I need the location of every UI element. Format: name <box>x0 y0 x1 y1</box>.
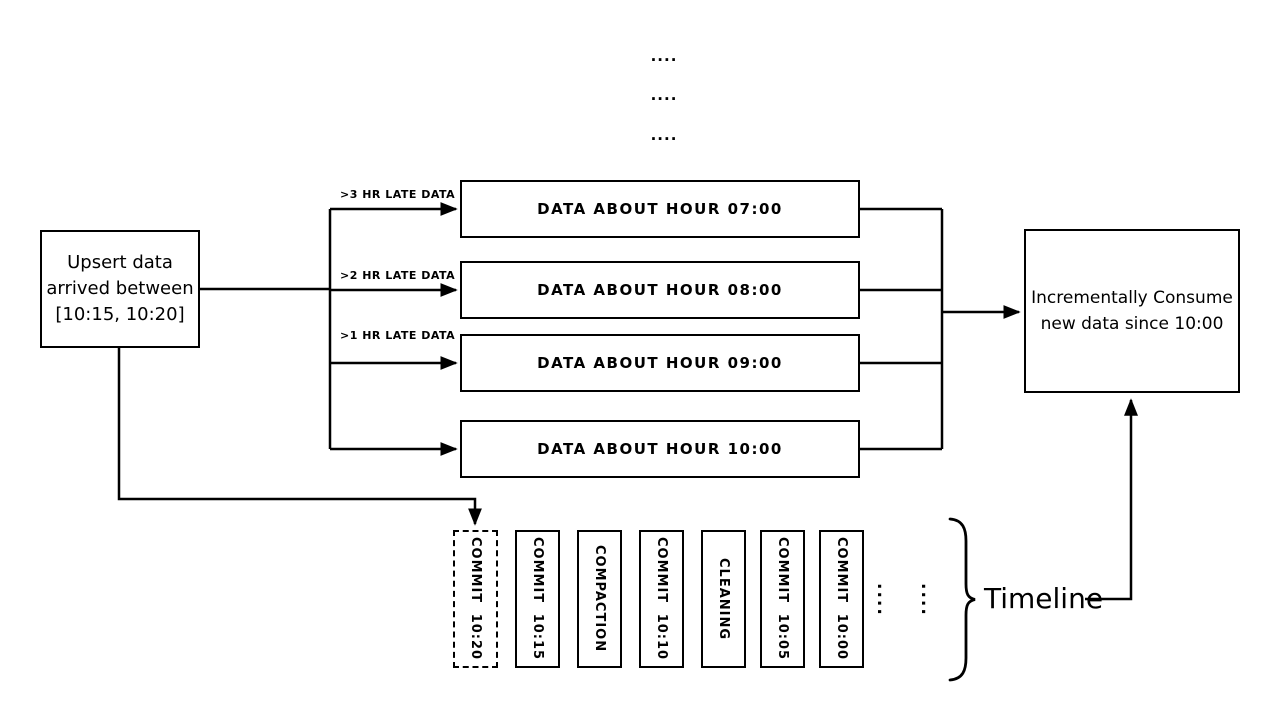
incremental-consumer-line: new data since 10:00 <box>1040 314 1224 334</box>
timeline-commit-label: COMMIT 10:00 <box>834 537 849 661</box>
timeline-commit-label: CLEANING <box>716 557 731 641</box>
timeline-commit-label: COMMIT 10:10 <box>654 537 669 661</box>
timeline-commit-label: COMMIT 10:15 <box>530 537 545 661</box>
upsert-source-line: arrived between <box>46 278 194 299</box>
late-data-label: >3 HR LATE DATA <box>340 188 456 201</box>
incremental-consumer-box: Incrementally Consume new data since 10:… <box>1024 229 1240 393</box>
upsert-source-text: Upsert data arrived between [10:15, 10:2… <box>46 250 193 328</box>
timeline-cleaning-box: CLEANING <box>701 530 746 668</box>
timeline-brace <box>948 517 976 682</box>
timeline-commit-box: COMMIT 10:15 <box>515 530 560 668</box>
data-hour-box: DATA ABOUT HOUR 09:00 <box>460 334 860 392</box>
data-hour-label: DATA ABOUT HOUR 07:00 <box>537 200 783 218</box>
timeline-commit-box-pending: COMMIT 10:20 <box>453 530 498 668</box>
data-hour-label: DATA ABOUT HOUR 10:00 <box>537 440 783 458</box>
timeline-commit-label: COMMIT 10:20 <box>468 537 483 661</box>
timeline-commit-box: COMMIT 10:05 <box>760 530 805 668</box>
timeline-ellipsis: .... <box>917 583 937 617</box>
upsert-source-line: [10:15, 10:20] <box>55 304 185 325</box>
upsert-source-line: Upsert data <box>67 252 173 273</box>
top-ellipsis-row: .... <box>650 86 678 104</box>
timeline-commit-box: COMMIT 10:10 <box>639 530 684 668</box>
timeline-compaction-box: COMPACTION <box>577 530 622 668</box>
data-hour-box: DATA ABOUT HOUR 08:00 <box>460 261 860 319</box>
data-hour-box: DATA ABOUT HOUR 07:00 <box>460 180 860 238</box>
timeline-commit-label: COMPACTION <box>592 545 607 653</box>
data-hour-label: DATA ABOUT HOUR 09:00 <box>537 354 783 372</box>
timeline-commit-label: COMMIT 10:05 <box>775 537 790 661</box>
top-ellipsis-row: .... <box>650 47 678 65</box>
timeline-ellipsis: .... <box>873 583 893 617</box>
late-data-label: >2 HR LATE DATA <box>340 269 456 282</box>
incremental-consumer-text: Incrementally Consume new data since 10:… <box>1031 285 1233 337</box>
timeline-to-consumer-arrow <box>1085 398 1138 601</box>
upsert-source-box: Upsert data arrived between [10:15, 10:2… <box>40 230 200 348</box>
late-data-label: >1 HR LATE DATA <box>340 329 456 342</box>
incremental-consumer-line: Incrementally Consume <box>1031 288 1233 308</box>
source-to-timeline-arrow <box>117 348 482 526</box>
timeline-commit-box: COMMIT 10:00 <box>819 530 864 668</box>
data-hour-label: DATA ABOUT HOUR 08:00 <box>537 281 783 299</box>
data-hour-box: DATA ABOUT HOUR 10:00 <box>460 420 860 478</box>
top-ellipsis-row: .... <box>650 126 678 144</box>
timeline-label: Timeline <box>984 582 1104 615</box>
